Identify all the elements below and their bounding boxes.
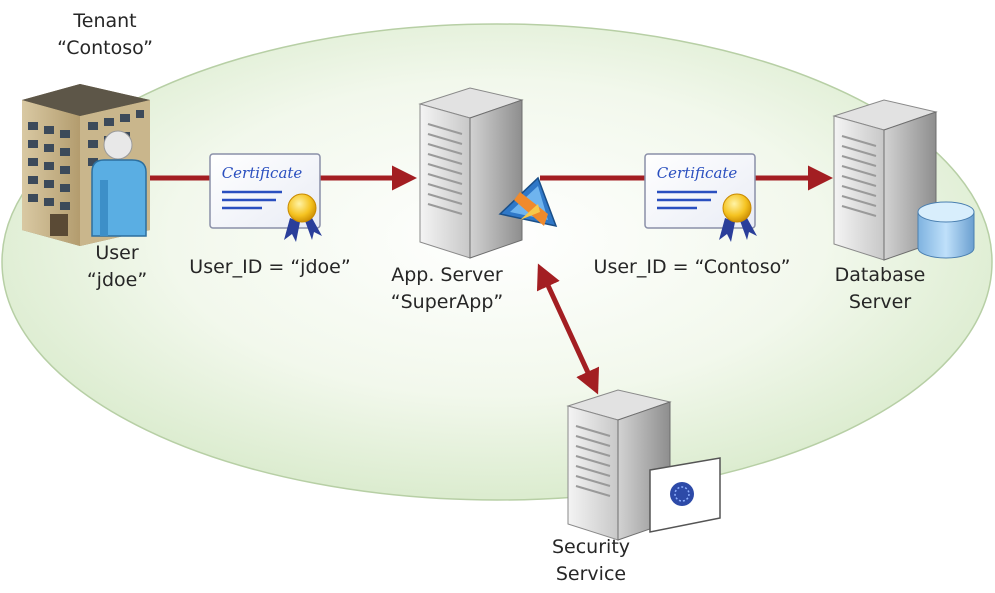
application-logo-icon bbox=[498, 176, 558, 228]
app-server-label-line2: “SuperApp” bbox=[390, 291, 504, 313]
user-label-line1: User bbox=[95, 242, 139, 264]
trust-zone-ellipse bbox=[1, 23, 993, 501]
token-tenant-label: User_ID = “Contoso” bbox=[593, 256, 791, 278]
arrow-app-security-bidirectional bbox=[536, 263, 600, 395]
app-server-label-line1: App. Server bbox=[391, 264, 503, 286]
user-label-line2: “jdoe” bbox=[86, 269, 148, 291]
security-service-label-line2: Service bbox=[555, 563, 627, 585]
app-server-icon bbox=[418, 87, 524, 259]
user-person-icon bbox=[91, 130, 147, 237]
database-server-label: Database Server bbox=[822, 262, 938, 316]
database-server-label-line1: Database bbox=[834, 264, 926, 286]
svg-text:Certificate: Certificate bbox=[657, 164, 738, 182]
certificate-tenant-icon: Certificate bbox=[644, 153, 757, 242]
tenant-building-icon bbox=[22, 84, 150, 246]
user-label: User “jdoe” bbox=[62, 240, 172, 294]
database-server-label-line2: Server bbox=[848, 291, 912, 313]
security-token-card-icon bbox=[649, 457, 721, 533]
tenant-label-line1: Tenant bbox=[73, 10, 137, 32]
app-server-label: App. Server “SuperApp” bbox=[372, 262, 522, 316]
tenant-label: Tenant “Contoso” bbox=[40, 8, 170, 62]
certificate-user-icon: Certificate bbox=[209, 153, 322, 242]
security-service-label-line1: Security bbox=[551, 536, 631, 558]
security-service-label: Security Service bbox=[536, 534, 646, 588]
token-user-label: User_ID = “jdoe” bbox=[189, 256, 351, 278]
svg-text:Certificate: Certificate bbox=[222, 164, 303, 182]
security-server-icon bbox=[566, 389, 672, 541]
tenant-label-line2: “Contoso” bbox=[57, 37, 153, 59]
database-cylinder-icon bbox=[917, 201, 975, 259]
